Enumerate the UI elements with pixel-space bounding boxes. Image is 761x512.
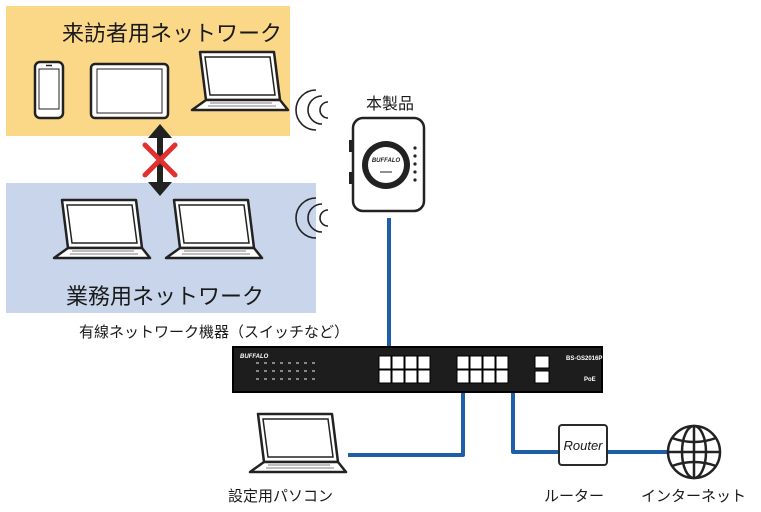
wifi-waves-icon xyxy=(295,197,329,239)
setup-pc-label: 設定用パソコン xyxy=(228,487,334,505)
product-label: 本製品 xyxy=(366,94,415,113)
switch-poe-label: PoE xyxy=(584,377,596,383)
business-network-title: 業務用ネットワーク xyxy=(66,285,265,310)
laptop-icon xyxy=(248,412,348,474)
wifi-waves-icon xyxy=(295,89,329,131)
cable-switch-to-router xyxy=(511,376,558,454)
smartphone-icon xyxy=(33,60,65,120)
ap-brand-mark: BUFFALO xyxy=(372,158,401,164)
guest-network-title: 来訪者用ネットワーク xyxy=(62,22,283,47)
cable-switch-to-pc xyxy=(348,376,465,457)
router-label: ルーター xyxy=(544,487,605,505)
switch-model-label: BS-GS2016P xyxy=(566,356,602,362)
router-icon: Router xyxy=(558,424,608,466)
network-switch-icon: BUFFALO BS-GS2016P PoE xyxy=(232,346,603,393)
laptop-icon xyxy=(190,50,290,112)
access-point-icon: BUFFALO xyxy=(349,116,426,213)
blocked-x-icon xyxy=(142,142,178,178)
business-network-zone: 業務用ネットワーク xyxy=(6,183,316,313)
laptop-icon xyxy=(52,198,152,260)
tablet-icon xyxy=(89,62,170,120)
switch-brand-mark: BUFFALO xyxy=(240,354,269,360)
internet-label: インターネット xyxy=(641,487,747,505)
globe-icon xyxy=(666,424,722,480)
laptop-icon xyxy=(164,198,264,260)
network-cables xyxy=(348,218,668,457)
switch-label: 有線ネットワーク機器（スイッチなど） xyxy=(79,323,350,341)
router-box-label: Router xyxy=(563,437,603,453)
